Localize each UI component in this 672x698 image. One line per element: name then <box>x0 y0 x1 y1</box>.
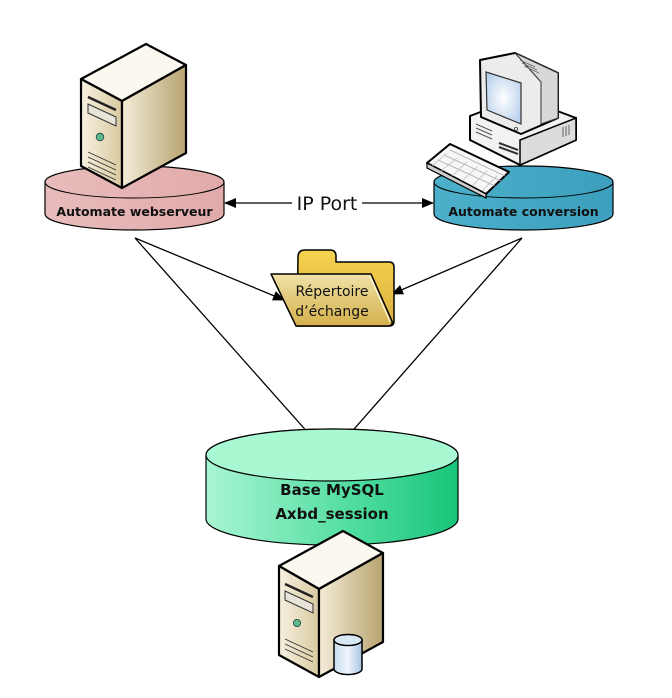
edge-conversion-to-exchange <box>391 237 523 295</box>
edge-webserver-to-database <box>134 237 327 454</box>
exchange-label-line2: d’échange <box>295 304 368 320</box>
database-label-line1: Base MySQL <box>280 481 384 499</box>
edge-webserver-to-exchange <box>134 237 285 301</box>
ip-port-label: IP Port <box>297 193 358 215</box>
webserver-label: Automate webserveur <box>56 204 213 219</box>
database-server-icon <box>277 529 385 679</box>
connection-lines <box>134 237 523 454</box>
node-conversion[interactable]: Automate conversion <box>426 52 614 231</box>
exchange-label-line1: Répertoire <box>296 284 369 300</box>
database-cylinder-top <box>205 428 459 482</box>
node-database[interactable]: Base MySQL Axbd_session <box>205 428 459 679</box>
node-webserver[interactable]: Automate webserveur <box>44 42 225 231</box>
conversion-cylinder-rim <box>433 181 614 199</box>
server-tower-icon <box>79 42 188 190</box>
edge-conversion-to-database <box>332 237 523 454</box>
database-label-line2: Axbd_session <box>275 505 388 523</box>
ip-port-connection: IP Port <box>224 193 434 215</box>
webserver-cylinder-rim <box>44 181 225 199</box>
conversion-label: Automate conversion <box>448 204 598 219</box>
node-exchange-folder[interactable]: Répertoire d’échange <box>270 249 395 327</box>
folder-icon <box>270 249 395 327</box>
desktop-computer-icon <box>426 52 577 199</box>
